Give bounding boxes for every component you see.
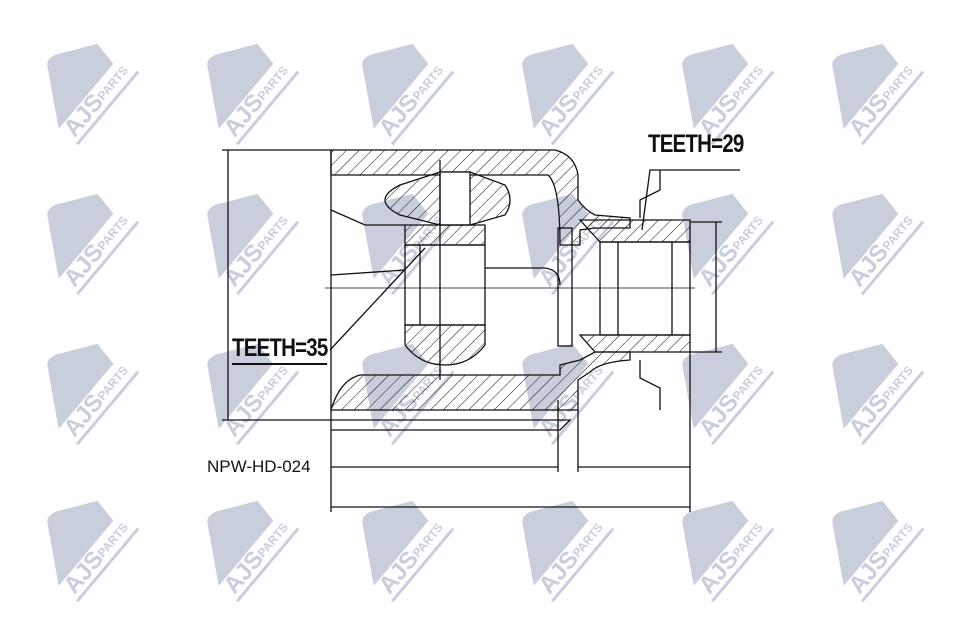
stub-shaft-bottom <box>578 334 691 353</box>
stub-shaft-top <box>578 219 691 243</box>
leader-teeth-29 <box>641 169 740 231</box>
housing-bottom-wall <box>330 351 631 411</box>
teeth-inner-label: TEETH=35 <box>232 334 328 365</box>
teeth-outer-label: TEETH=29 <box>648 130 744 158</box>
circlip-groove <box>557 227 573 347</box>
part-number-label: NPW-HD-024 <box>207 457 311 476</box>
watermark-logo: AJS PARTS <box>47 500 140 603</box>
spider-hub-bottom <box>404 324 486 366</box>
watermark-logo: AJS PARTS <box>832 193 925 296</box>
dimension-lines <box>222 149 722 512</box>
stub-bore <box>599 241 691 336</box>
leader-teeth-35 <box>329 247 426 351</box>
spider-hub-top <box>404 224 486 246</box>
housing-top-wall <box>330 149 631 246</box>
spider-bore <box>404 244 486 326</box>
